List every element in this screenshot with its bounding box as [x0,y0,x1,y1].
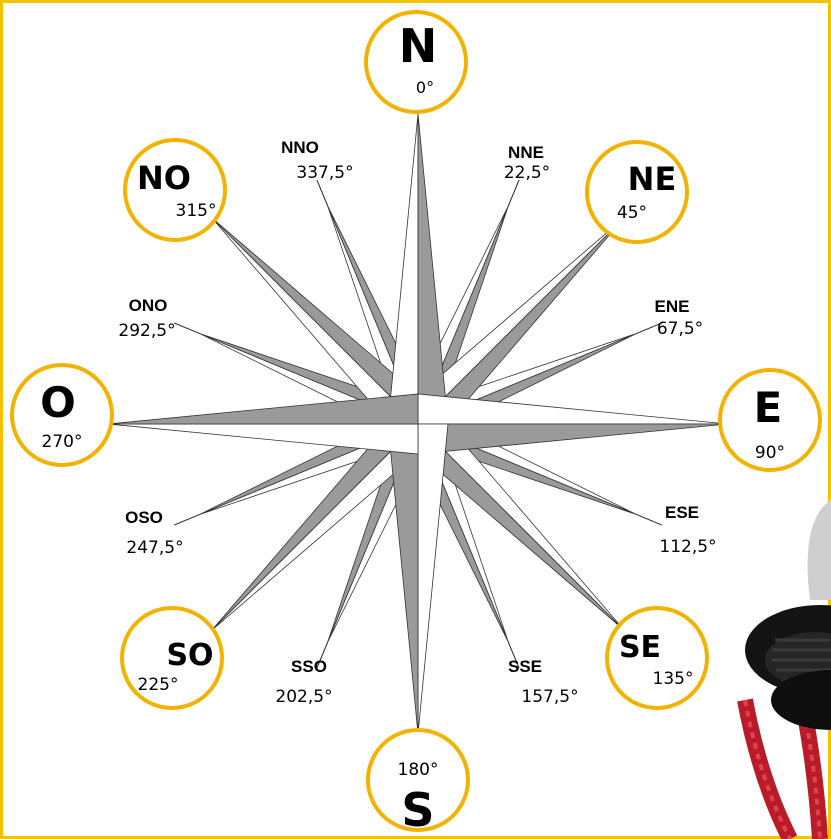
degrees-s: 180° [398,760,439,780]
rose-point-dark-half [417,113,449,425]
rose-point-light-half [417,423,449,735]
rose-point-light-half [417,393,729,425]
label-se: SE [619,630,661,665]
rose-leader-line [316,179,329,207]
label-o: O [40,378,76,427]
degrees-nne: 22,5° [504,163,550,183]
circle-e [718,368,822,472]
degrees-sse: 157,5° [521,687,578,707]
degrees-e: 90° [755,443,785,463]
label-nno: NNO [281,138,319,157]
rose-leader-line [173,322,201,335]
degrees-ne: 45° [617,203,647,223]
degrees-ese: 112,5° [659,537,716,557]
circle-ne [585,140,689,244]
label-ene: ENE [655,297,690,316]
degrees-oso: 247,5° [126,538,183,558]
degrees-ono: 292,5° [118,321,175,341]
degrees-o: 270° [42,432,83,452]
degrees-ene: 67,5° [657,319,703,339]
circle-no [123,138,227,242]
label-ese: ESE [665,503,699,522]
label-sse: SSE [508,657,542,676]
circle-o [10,363,114,467]
rose-point-dark-half [387,423,419,735]
degrees-nno: 337,5° [296,163,353,183]
label-ono: ONO [129,296,168,315]
rose-point-light-half [387,113,419,425]
label-so: SO [166,638,213,673]
degrees-no: 315° [176,201,217,221]
cord-lock-toggle-icon [737,500,831,839]
label-ne: NE [628,160,677,198]
label-no: NO [137,159,191,197]
rose-leader-line [507,641,520,669]
label-s: S [401,783,434,837]
rose-leader-line [173,513,201,526]
label-e: E [754,383,783,432]
circle-so [120,606,224,710]
rose-point-dark-half [107,393,419,425]
circle-s [366,728,470,832]
label-nne: NNE [508,143,544,162]
rose-leader-line [635,513,663,526]
circle-se [605,606,709,710]
rose-leader-line [635,322,663,335]
circle-n [364,10,468,114]
degrees-so: 225° [138,675,179,695]
rose-point-dark-half [417,423,729,455]
label-n: N [399,19,438,73]
rose-leader-line [316,641,329,669]
rose-leader-line [507,179,520,207]
degrees-n: 0° [416,78,434,97]
degrees-se: 135° [653,669,694,689]
label-sso: SSO [291,657,327,676]
rose-point-light-half [107,423,419,455]
compass-rose [100,106,736,742]
degrees-sso: 202,5° [275,687,332,707]
label-oso: OSO [125,508,163,527]
